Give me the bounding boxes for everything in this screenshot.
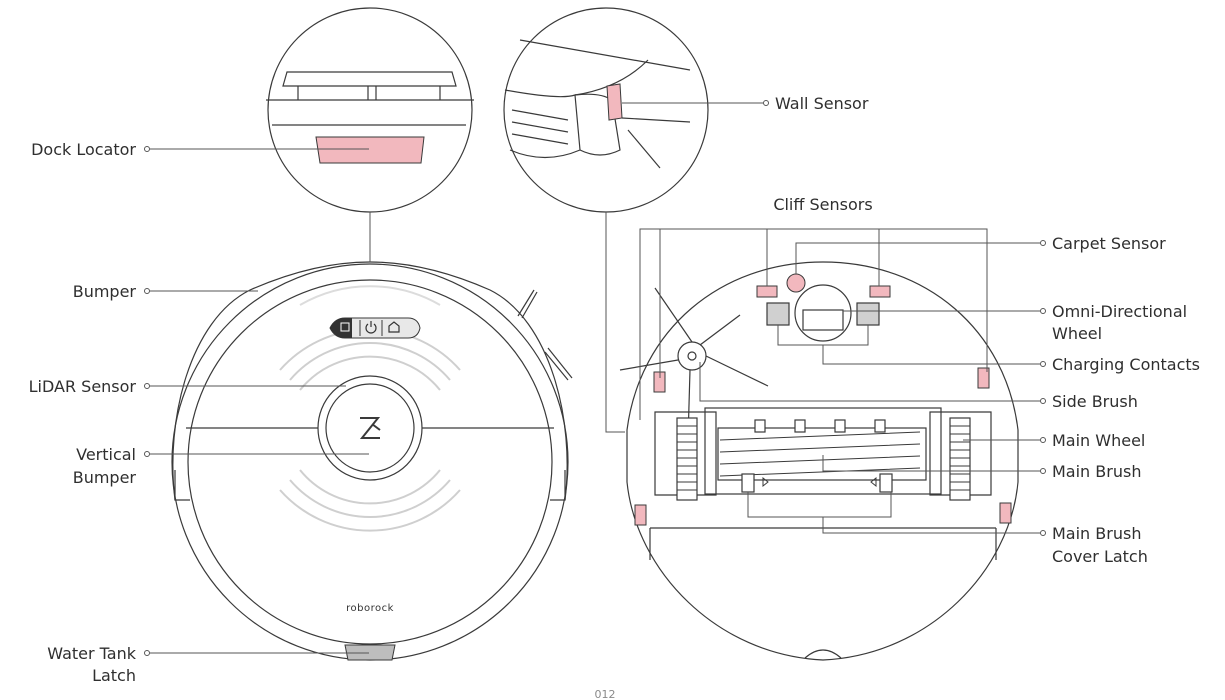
power-icon[interactable] — [365, 321, 377, 334]
button-cluster — [329, 317, 421, 339]
water-tank-notch — [804, 649, 842, 659]
brush-cover-latch-left[interactable] — [741, 473, 755, 493]
label-main-brush: Main Brush — [1052, 462, 1141, 481]
water-tank-latch[interactable] — [344, 644, 396, 661]
wall-sensor-zoom-contents — [504, 39, 691, 169]
main-wheel-right — [929, 411, 992, 501]
left-bumper-band — [174, 470, 190, 501]
robot-top-rim — [187, 279, 553, 645]
label-main-brush-cover-latch-line2: Cover Latch — [1052, 547, 1148, 566]
brush-cover-latch-right[interactable] — [879, 473, 893, 493]
dock-locator-sensor — [315, 136, 425, 164]
cliff-sensor-side-right — [977, 367, 990, 389]
right-bumper-band — [550, 470, 566, 501]
label-vertical-bumper-line1: Vertical — [76, 445, 136, 464]
bottom-view — [503, 7, 1019, 661]
label-wall-sensor: Wall Sensor — [775, 94, 869, 113]
carpet-sensor — [786, 273, 806, 293]
charging-contact-right — [856, 302, 880, 326]
latch-arrow-right-icon — [762, 476, 769, 488]
top-side-brush-bristle-4 — [544, 351, 569, 381]
main-wheel-left — [654, 411, 717, 501]
dock-locator-zoom-circle — [267, 7, 473, 213]
label-main-brush-cover-latch-line1: Main Brush — [1052, 524, 1141, 543]
label-cliff-sensors: Cliff Sensors — [773, 195, 872, 214]
page-number: 012 — [595, 688, 616, 700]
top-side-brush-bristle — [517, 289, 535, 317]
cliff-sensor-front-right — [869, 285, 891, 298]
side-brush[interactable] — [619, 287, 769, 441]
label-omni-wheel-line2: Wheel — [1052, 324, 1102, 343]
lidar-ripples — [279, 285, 461, 532]
wall-sensor — [606, 83, 623, 121]
right-leaders — [622, 100, 1046, 536]
cliff-sensor-rear-right — [999, 502, 1012, 524]
label-omni-wheel-line1: Omni-Directional — [1052, 302, 1187, 321]
label-vertical-bumper-line2: Bumper — [73, 468, 137, 487]
top-side-brush-bristle-2 — [521, 291, 538, 319]
label-side-brush: Side Brush — [1052, 392, 1138, 411]
wall-sensor-zoom-circle — [503, 7, 709, 213]
top-side-brush-bristle-3 — [547, 347, 573, 379]
home-icon[interactable] — [388, 321, 400, 333]
label-charging-contacts: Charging Contacts — [1052, 355, 1200, 374]
label-lidar-sensor: LiDAR Sensor — [29, 377, 137, 396]
label-main-wheel: Main Wheel — [1052, 431, 1145, 450]
bottom-body-outline — [626, 261, 1019, 661]
charging-contact-left — [766, 302, 790, 326]
left-leaders — [144, 146, 369, 656]
dock-locator-zoom-contents — [266, 71, 474, 164]
omni-directional-wheel — [802, 309, 844, 331]
top-view: roborock — [171, 7, 573, 661]
label-water-tank-latch-line1: Water Tank — [47, 644, 136, 663]
label-bumper: Bumper — [73, 282, 137, 301]
cliff-sensor-front-left — [756, 285, 778, 298]
lidar-z-logo — [359, 417, 381, 439]
label-carpet-sensor: Carpet Sensor — [1052, 234, 1166, 253]
main-brush — [704, 407, 942, 495]
latch-arrow-left-icon — [870, 476, 877, 488]
label-water-tank-latch-line2: Latch — [92, 666, 136, 685]
spot-clean-icon[interactable] — [340, 322, 350, 332]
label-dock-locator: Dock Locator — [31, 140, 136, 159]
wall-sensor-connector — [605, 212, 625, 433]
cliff-sensor-rear-left — [634, 504, 647, 526]
brand-logo: roborock — [346, 603, 394, 614]
